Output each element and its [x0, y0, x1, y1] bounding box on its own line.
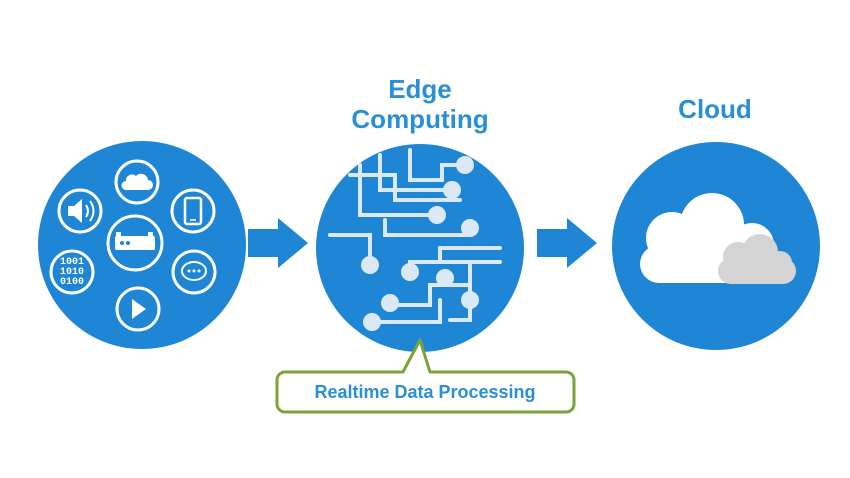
chat-icon — [171, 249, 217, 295]
devices-node — [38, 141, 246, 349]
edge-title-line-1: Edge — [388, 74, 452, 104]
binary-line: 1010 — [59, 267, 84, 278]
edge-title-line-2: Computing — [351, 104, 489, 134]
play-icon — [115, 286, 161, 332]
speaker-icon — [57, 188, 103, 234]
circuit-nodes — [361, 156, 479, 331]
callout-label: Realtime Data Processing — [314, 382, 536, 402]
arrow-edge-to-cloud — [537, 218, 597, 268]
gray-cloud-icon — [718, 234, 796, 284]
router-icon — [106, 214, 164, 272]
cloud-title: Cloud — [678, 94, 752, 124]
callout — [275, 338, 576, 414]
edge-computing-title: Edge Computing — [320, 74, 520, 134]
binary-line: 0100 — [59, 277, 84, 288]
cloud-node — [612, 142, 820, 350]
circuit-icon — [328, 148, 502, 324]
edge-node — [316, 144, 524, 352]
arrow-devices-to-edge — [248, 218, 308, 268]
binary-line: 1001 — [59, 257, 84, 268]
cloud-icon — [114, 159, 160, 205]
tablet-icon — [170, 188, 216, 234]
binary-data-icon — [49, 249, 95, 295]
binary-lines: 1001 1010 0100 — [50, 258, 94, 288]
